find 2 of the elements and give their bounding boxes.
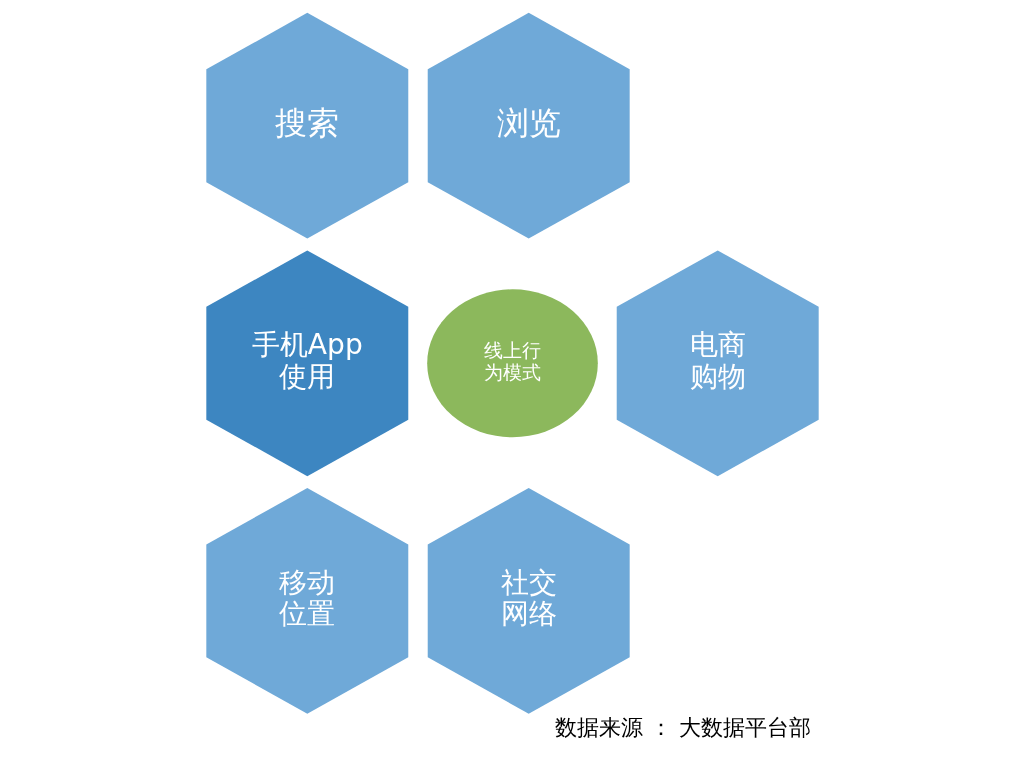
node-ellipse: 线上行为模式 [426, 289, 598, 438]
caption: 数据来源 ： 大数据平台部 [554, 715, 811, 741]
